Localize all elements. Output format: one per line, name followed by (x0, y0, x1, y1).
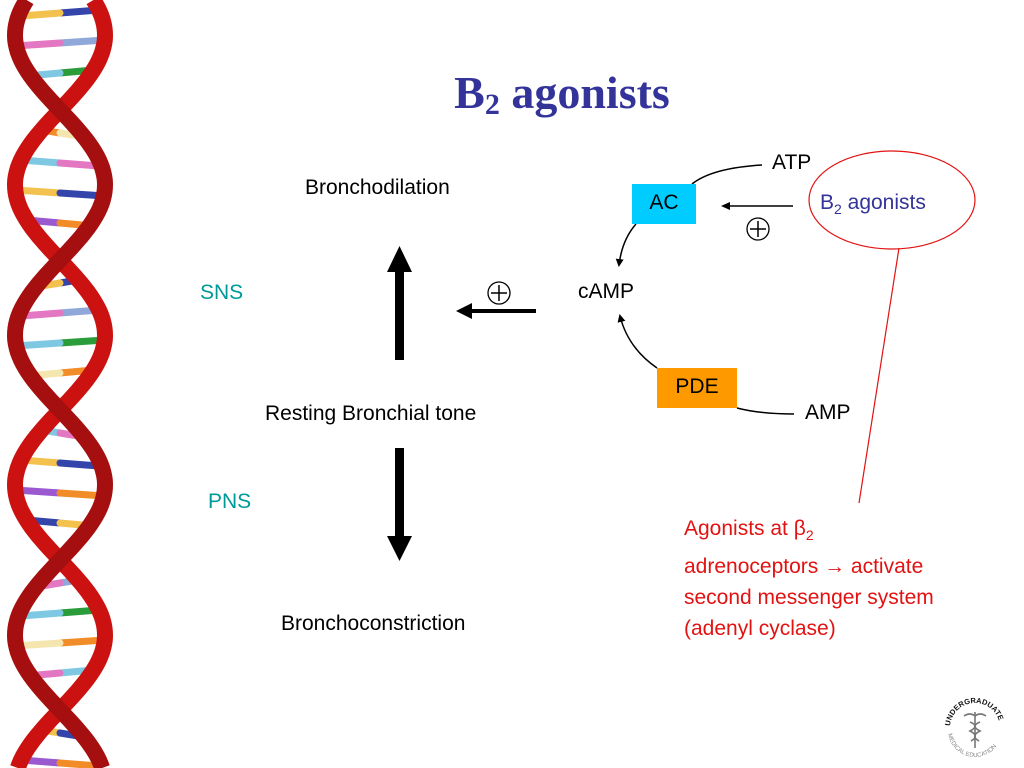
callout-line (858, 247, 900, 504)
pde-to-amp-line (736, 407, 795, 415)
agonist-main: B (820, 191, 835, 214)
mechanism-note: Agonists at β2 adrenoceptors → activate … (684, 513, 934, 644)
agonist-highlight-ellipse (808, 150, 976, 250)
dna-base-pair (56, 459, 103, 470)
note-line-1: Agonists at β2 (684, 513, 934, 551)
dna-strand (6, 0, 114, 768)
agonist-rest: agonists (841, 191, 926, 214)
note-line-4: (adenyl cyclase) (684, 617, 836, 641)
ac-to-camp-arrow (615, 223, 637, 267)
title-subscript: 2 (484, 88, 500, 121)
pde-box: PDE (657, 368, 737, 408)
note-line-1-subscript: 2 (805, 527, 814, 544)
atp-label: ATP (772, 151, 812, 174)
agonist-to-ac-arrow (721, 202, 793, 210)
down-arrow (387, 448, 412, 561)
title-rest: agonists (499, 67, 670, 118)
caduceus-icon (963, 712, 987, 748)
dna-base-pair (56, 759, 103, 768)
note-line-1-text: Agonists at β (684, 517, 806, 540)
plus-circle-right-icon (746, 217, 770, 241)
dna-base-pair (56, 159, 103, 170)
atp-to-ac-line (691, 164, 763, 185)
resting-tone-label: Resting Bronchial tone (265, 402, 477, 425)
camp-to-tone-arrow (456, 303, 536, 319)
bronchodilation-label: Bronchodilation (305, 176, 450, 199)
amp-label: AMP (805, 401, 851, 424)
plus-circle-left-icon (487, 281, 511, 305)
dna-base-pair (17, 9, 64, 20)
sns-label: SNS (200, 281, 244, 304)
pde-to-camp-arrow (617, 314, 658, 369)
title-main: B (454, 67, 485, 118)
b2-agonists-label: B2 agonists (820, 191, 926, 217)
dna-base-pair (17, 609, 64, 620)
ac-box: AC (632, 184, 696, 224)
bronchoconstriction-label: Bronchoconstriction (281, 612, 466, 635)
camp-label: cAMP (578, 280, 635, 303)
note-line-3: second messenger system (684, 586, 934, 610)
dna-base-pair (17, 309, 64, 320)
note-line-2: adrenoceptors → activate (684, 555, 924, 579)
up-arrow (387, 246, 412, 360)
undergraduate-medical-education-logo: UNDERGRADUATE MEDICAL EDUCATION (943, 696, 1005, 759)
dna-helix-image (6, 0, 114, 768)
pns-label: PNS (208, 490, 252, 513)
agonist-subscript: 2 (834, 201, 842, 218)
dna-strand (6, 0, 114, 768)
slide-title: B2 agonists (0, 66, 1024, 122)
